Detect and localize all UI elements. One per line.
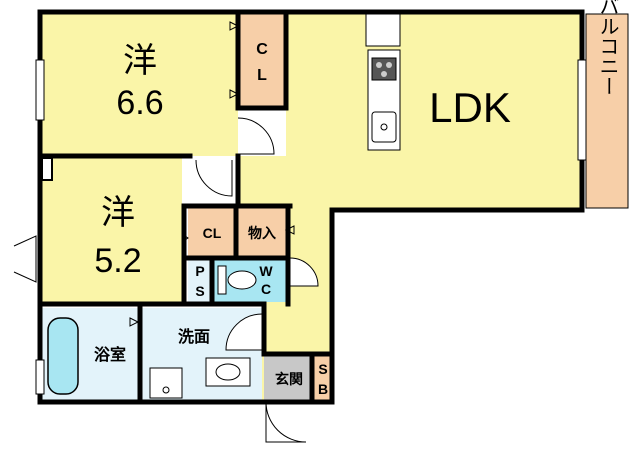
- ldk-label: LDK: [429, 84, 511, 131]
- storage-fill: [238, 208, 286, 256]
- western-room-2-kanji: 洋: [101, 194, 135, 232]
- western-room-1-size: 6.6: [116, 84, 163, 122]
- shoe-box-label-b: B: [318, 381, 328, 397]
- closet-2-fill: [188, 208, 236, 256]
- stove-burner-icon: [381, 71, 387, 77]
- closet-1-label-c: C: [256, 41, 268, 58]
- stove-burner-icon: [386, 62, 392, 68]
- basin-bowl-icon: [215, 363, 241, 381]
- storage-label: 物入: [248, 225, 276, 241]
- shoe-box-label-s: S: [318, 361, 327, 377]
- wc-label-c: C: [261, 281, 271, 297]
- pillar: [41, 157, 53, 181]
- western-room-1-kanji: 洋: [123, 42, 157, 80]
- window-west-bath: [35, 359, 45, 395]
- washbasin: [205, 357, 251, 387]
- closet-1-label-l: L: [257, 67, 267, 84]
- toilet-tank-icon: [217, 265, 227, 295]
- closet-door-marker: [229, 89, 240, 99]
- closet-2-label: CL: [203, 225, 222, 241]
- bathroom-label: 浴室: [94, 345, 126, 364]
- closet-1-fill: [238, 14, 286, 108]
- walls: [37, 9, 585, 405]
- shoe-box-fill: [314, 356, 332, 400]
- drain-icon: [162, 386, 170, 394]
- bathtub: [47, 317, 79, 395]
- western-room-2-fill: [42, 158, 182, 302]
- entrance-fill: [264, 356, 314, 400]
- door-swing-room1: [237, 117, 275, 155]
- bath-door-marker: [129, 317, 140, 327]
- window-west-room1: [35, 59, 45, 121]
- window-balcony: [577, 59, 587, 161]
- balcony-fill: [585, 13, 629, 209]
- stove-burner-icon: [376, 62, 382, 68]
- toilet-bowl-icon: [227, 270, 257, 290]
- ps-label-s: S: [195, 283, 204, 299]
- ps-fill: [188, 258, 212, 302]
- washroom-label: 洗面: [178, 327, 210, 346]
- entrance-label: 玄関: [275, 371, 303, 387]
- western-room-2-size: 5.2: [94, 242, 141, 280]
- refrigerator: [365, 13, 401, 47]
- door-swing-room2: [195, 159, 233, 197]
- western-room-1-fill: [42, 14, 238, 156]
- ldk-fill: [238, 14, 580, 400]
- door-swing-wc: [289, 257, 319, 287]
- wc-label-w: W: [259, 263, 273, 279]
- ps-label-p: P: [195, 263, 204, 279]
- door-swing-washroom: [225, 313, 263, 351]
- sink-drain-icon: [380, 123, 388, 131]
- closet-door-marker: [229, 21, 240, 31]
- balcony-label: バルコニー: [596, 0, 618, 96]
- window-swing-left: [13, 235, 37, 283]
- kitchen-sink-icon: [371, 111, 397, 143]
- door-swing-entrance: [265, 401, 307, 443]
